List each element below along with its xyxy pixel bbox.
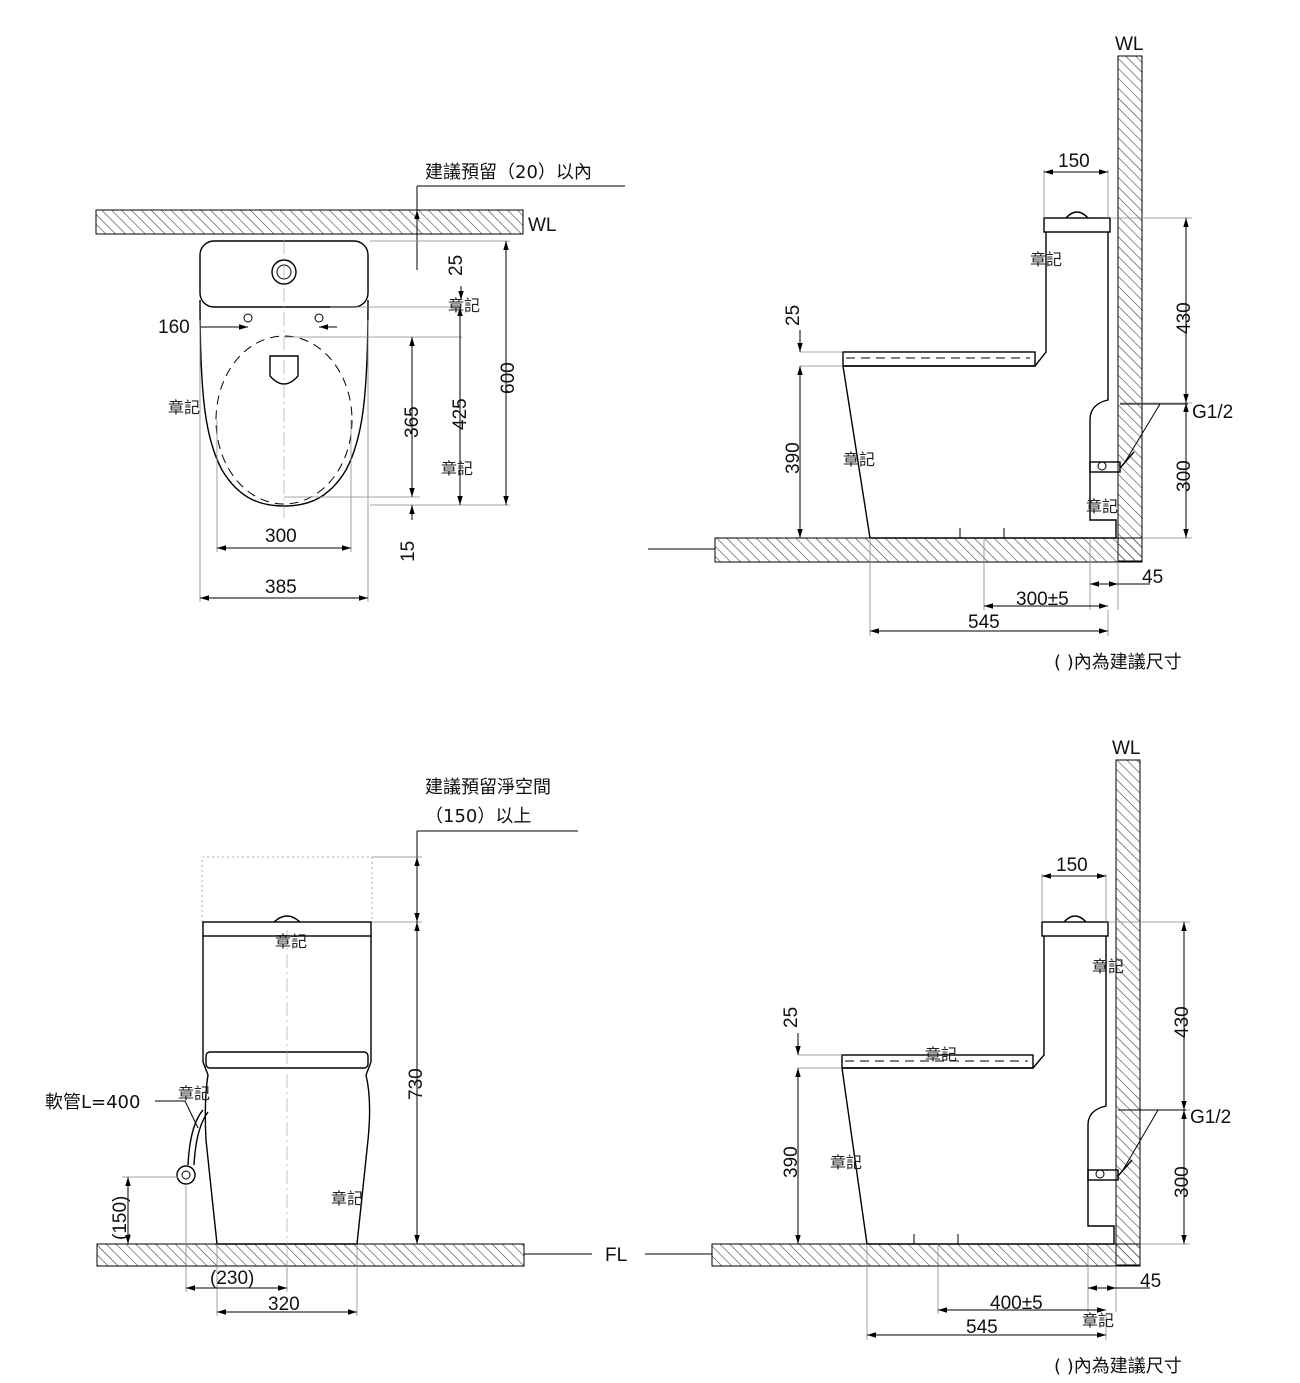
- dim-15: 15: [398, 541, 419, 562]
- dim-545-b: 545: [966, 1317, 998, 1338]
- floor-hatch-4: [711, 1243, 1141, 1267]
- dim-150p: (150): [110, 1196, 131, 1240]
- stamp-side-4: 章記: [1092, 957, 1124, 976]
- stamp-plan-2: 章記: [441, 459, 473, 478]
- note-b: ( )內為建議尺寸: [1054, 1356, 1182, 1377]
- front-view: 建議預留淨空間 （150）以上 FL 章記 軟管L=400 章記 章記 730 …: [45, 777, 712, 1316]
- wall-hatch-2: [1117, 55, 1143, 562]
- plan-view: WL 建議預留（20）以內 600 25 章記 160 365: [95, 162, 625, 602]
- dim-300-b: 300: [1172, 1166, 1193, 1198]
- dim-320: 320: [268, 1294, 300, 1315]
- hose-label: 軟管L=400: [45, 1092, 140, 1113]
- g-half-b: G1/2: [1190, 1107, 1231, 1128]
- stamp-front-2: 章記: [178, 1084, 210, 1103]
- wall-hatch: [95, 209, 524, 235]
- dim-45-b: 45: [1140, 1271, 1161, 1292]
- fl-label: FL: [605, 1245, 627, 1266]
- stamp-side-2: 章記: [1086, 497, 1118, 516]
- stamp-side-7: 章記: [1082, 1311, 1114, 1330]
- wl-label-3: WL: [1112, 738, 1141, 759]
- floor-hatch-2: [714, 537, 1143, 563]
- wall-hatch-4: [1115, 759, 1141, 1266]
- dim-400pm5: 400±5: [990, 1293, 1043, 1314]
- dim-545-a: 545: [968, 612, 1000, 633]
- g-half-a: G1/2: [1192, 402, 1233, 423]
- dim-150-b: 150: [1056, 855, 1088, 876]
- wl-label-2: WL: [1115, 34, 1144, 55]
- dim-385: 385: [265, 577, 297, 598]
- wl-label: WL: [528, 215, 557, 236]
- note-a: ( )內為建議尺寸: [1054, 652, 1182, 673]
- stamp-plan-1: 章記: [448, 296, 480, 315]
- dim-390-b: 390: [781, 1146, 802, 1178]
- dim-230p: (230): [210, 1268, 254, 1289]
- side-view-bottom: WL 150 章記 430 300 G1/2 25 390 章記 章記: [711, 738, 1231, 1377]
- dim-430-b: 430: [1172, 1006, 1193, 1038]
- dim-45-a: 45: [1142, 567, 1163, 588]
- stamp-front-3: 章記: [331, 1189, 363, 1208]
- stamp-plan-3: 章記: [168, 398, 200, 417]
- floor-hatch-3: [96, 1243, 525, 1267]
- clear-note-1: 建議預留淨空間: [425, 777, 551, 798]
- dim-25-b: 25: [781, 1007, 802, 1028]
- dim-425: 425: [450, 398, 471, 430]
- stamp-side-3: 章記: [843, 450, 875, 469]
- dim-300-a: 300: [1174, 460, 1195, 492]
- dim-150-a: 150: [1058, 151, 1090, 172]
- dim-390-a: 390: [783, 442, 804, 474]
- dim-25: 25: [446, 255, 467, 276]
- dim-25-a: 25: [783, 305, 804, 326]
- clear-note-2: （150）以上: [425, 806, 531, 827]
- top-note: 建議預留（20）以內: [425, 162, 592, 183]
- side-view-top: WL 150 章記 430 300 G1/2 章記 25: [648, 34, 1233, 673]
- dim-600: 600: [498, 362, 519, 394]
- dim-300: 300: [265, 526, 297, 547]
- dim-300pm5: 300±5: [1016, 589, 1069, 610]
- stamp-side-1: 章記: [1030, 250, 1062, 269]
- dim-365: 365: [402, 406, 423, 438]
- stamp-side-5: 章記: [830, 1153, 862, 1172]
- dim-160: 160: [158, 317, 190, 338]
- dim-730: 730: [406, 1068, 427, 1100]
- seat-outline: [215, 335, 353, 505]
- stamp-side-6: 章記: [925, 1045, 957, 1064]
- stamp-front-1: 章記: [275, 932, 307, 951]
- dim-430-a: 430: [1174, 302, 1195, 334]
